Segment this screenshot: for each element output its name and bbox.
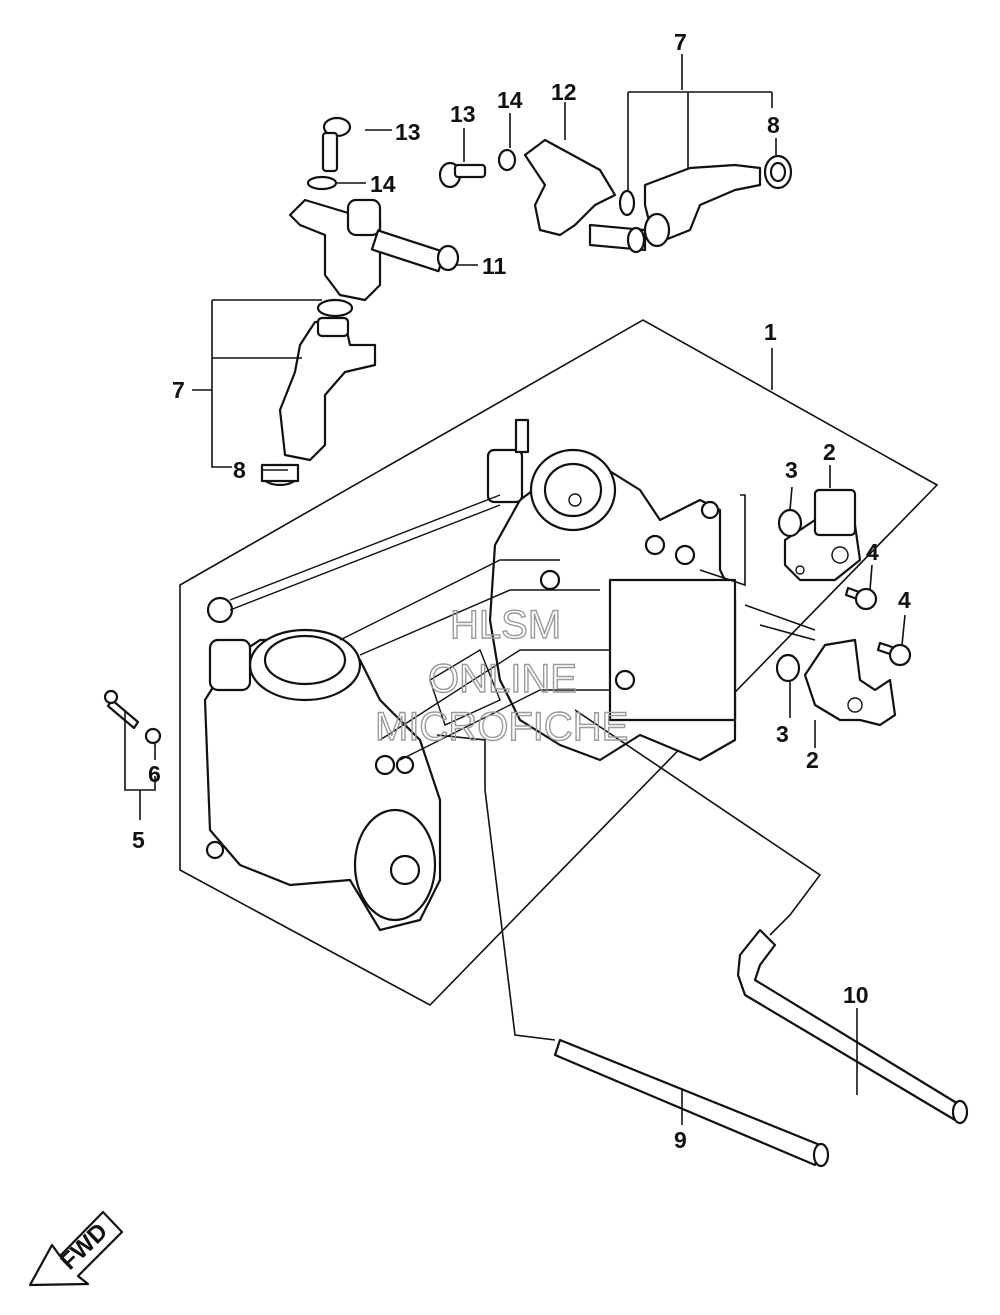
callout-8-left: 8: [233, 457, 246, 483]
callout-10: 10: [843, 982, 869, 1008]
cushion-8-left: [260, 463, 300, 487]
cushion-8-right: [763, 154, 793, 190]
o-ring-upper: [777, 508, 803, 538]
callout-11: 11: [482, 253, 507, 279]
throttle-body-assembly: [203, 418, 737, 932]
callout-5: 5: [132, 827, 145, 853]
screw-13-left: [321, 116, 352, 173]
o-ring-lower: [775, 653, 801, 683]
fuel-delivery-pipe-right: [523, 138, 647, 254]
watermark: HLSM ONLINE MICROFICHE: [374, 602, 629, 749]
fuel-delivery-pipe-left: [288, 198, 460, 302]
callout-12: 12: [551, 79, 577, 105]
callout-2-lower: 2: [806, 747, 819, 773]
o-ring-small: [144, 727, 162, 745]
callout-7-left: 7: [172, 377, 185, 403]
throttle-position-sensor-lower: [803, 638, 897, 727]
o-ring-7-left: [316, 298, 354, 318]
leader-lines: [124, 54, 906, 1125]
watermark-line-2: ONLINE: [428, 657, 577, 701]
injector-right: [643, 163, 762, 248]
watermark-line-1: HLSM: [450, 603, 561, 647]
hose-9: [553, 1038, 822, 1167]
adjust-screw: [103, 689, 140, 730]
screw-lower: [876, 641, 912, 667]
hose-9-end: [812, 1142, 830, 1168]
screw-13-right: [438, 161, 487, 189]
callout-3-lower: 3: [776, 721, 789, 747]
callout-4-lower: 4: [898, 587, 911, 613]
callout-9: 9: [674, 1127, 687, 1153]
callout-13-left: 13: [395, 119, 421, 145]
callout-6: 6: [148, 761, 161, 787]
callout-8-right: 8: [767, 112, 780, 138]
callout-7-right: 7: [674, 29, 687, 55]
o-ring-14-right: [497, 148, 517, 172]
callout-3-upper: 3: [785, 457, 798, 483]
hose-10-end: [951, 1099, 969, 1125]
callout-13-right: 13: [450, 101, 476, 127]
callout-14-left: 14: [370, 171, 396, 197]
callout-1: 1: [764, 319, 777, 345]
callout-14-right: 14: [497, 87, 523, 113]
watermark-line-3: MICROFICHE: [375, 705, 628, 749]
o-ring-14-left: [306, 175, 338, 191]
callout-2-upper: 2: [823, 439, 836, 465]
callout-4-upper: 4: [866, 539, 879, 565]
injector-left: [278, 316, 377, 462]
o-ring-7-right: [618, 189, 636, 217]
throttle-position-sensor-upper: [783, 488, 862, 582]
screw-upper: [844, 586, 878, 611]
fwd-direction-arrow: FWD: [28, 1210, 124, 1287]
hose-10: [736, 928, 962, 1122]
